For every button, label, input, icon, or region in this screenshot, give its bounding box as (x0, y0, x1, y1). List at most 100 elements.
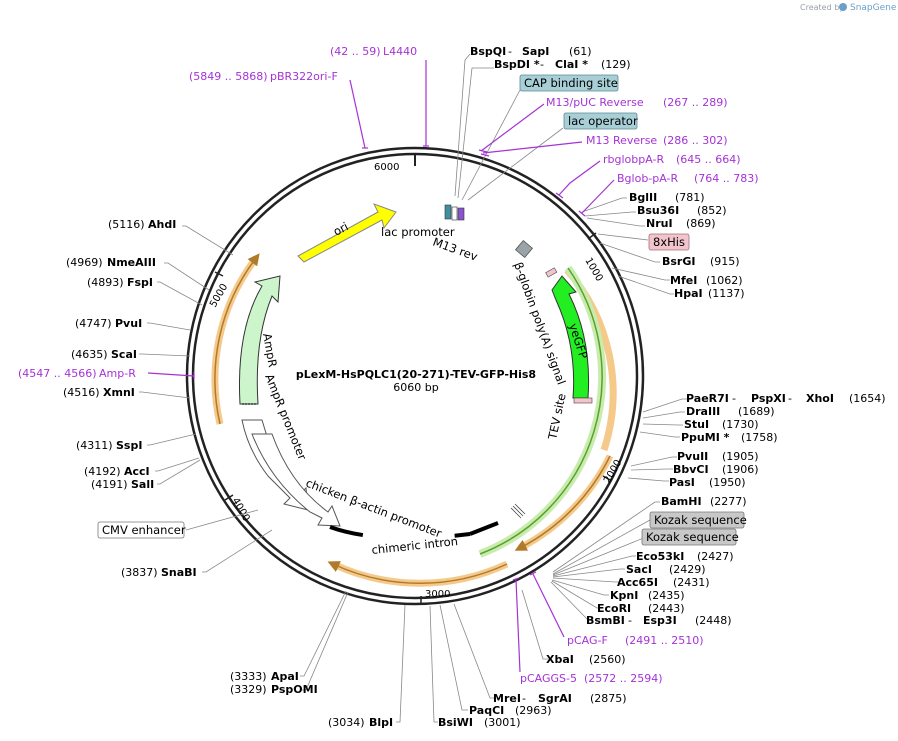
site-apai[interactable]: (3333) ApaI (230, 670, 299, 683)
chimeric-intron-label: chimeric intron (371, 534, 459, 557)
primer-label-rbglobpa-r[interactable]: rbglobpA-R (603, 153, 664, 166)
site-ahdi[interactable]: (5116) AhdI (108, 218, 176, 231)
m13-rev-box (457, 207, 465, 221)
primer-range-m13puc-reverse: (267 .. 289) (663, 96, 728, 109)
site-bspqi-sapi[interactable]: BspQI - SapI (61) (470, 45, 592, 58)
site-stui[interactable]: StuI (1730) (684, 418, 759, 431)
site-bspdi-clai[interactable]: BspDI * - ClaI * (129) (494, 58, 631, 71)
svg-text:(4516): (4516) (63, 386, 100, 399)
primer-range-pcaggs-5: (2572 .. 2594) (584, 672, 663, 685)
svg-text:PaeR7I: PaeR7I (686, 392, 729, 405)
site-ecori[interactable]: EcoRI (2443) (597, 602, 685, 615)
site-bsu36i[interactable]: Bsu36I (852) (637, 204, 727, 217)
svg-text:StuI: StuI (684, 418, 709, 431)
site-saci[interactable]: SacI (2429) (626, 563, 706, 576)
primer-label-pbr322ori[interactable]: pBR322ori-F (270, 70, 338, 83)
site-sali[interactable]: (4191) SalI (91, 478, 154, 491)
primer-label-l4440[interactable]: L4440 (383, 45, 417, 58)
svg-text:(61): (61) (569, 45, 592, 58)
feature-box-8xhis[interactable]: 8xHis (648, 233, 690, 251)
primer-label-m13-reverse[interactable]: M13 Reverse (586, 134, 657, 147)
svg-text:(4192): (4192) (84, 465, 121, 478)
site-sspi[interactable]: (4311) SspI (76, 439, 142, 452)
site-bamhi[interactable]: BamHI (2277) (661, 495, 747, 508)
cba-promoter-arrow[interactable] (251, 433, 341, 527)
svg-text:Kozak sequence: Kozak sequence (654, 513, 747, 527)
svg-text:(2277): (2277) (710, 495, 747, 508)
feature-box-cmv-enhancer[interactable]: CMV enhancer (97, 521, 186, 539)
feature-box-lac-operator[interactable]: lac operator (563, 112, 638, 130)
svg-text:PasI: PasI (669, 476, 695, 489)
svg-text:(4747): (4747) (75, 317, 112, 330)
site-pspomi[interactable]: (3329) PspOMI (230, 683, 318, 696)
site-snabi[interactable]: (3837) SnaBI (121, 566, 197, 579)
svg-text:XhoI: XhoI (806, 392, 834, 405)
site-pvui[interactable]: (4747) PvuI (75, 317, 142, 330)
site-nmeaiii[interactable]: (4969) NmeAIII (66, 256, 156, 269)
svg-text:(1062): (1062) (706, 274, 743, 287)
site-mfei[interactable]: MfeI (1062) (670, 274, 743, 287)
site-scai[interactable]: (4635) ScaI (71, 348, 137, 361)
svg-text:NruI: NruI (646, 217, 673, 230)
svg-text:AccI: AccI (124, 465, 150, 478)
primer-label-pcaggs-5[interactable]: pCAGGS-5 (520, 672, 577, 685)
site-paer7i-pspxi-xhoi[interactable]: PaeR7I - PspXI - XhoI (1654) (686, 392, 886, 405)
svg-text:BsiWI: BsiWI (438, 716, 473, 729)
site-bsiwi[interactable]: BsiWI (3001) (438, 716, 521, 729)
primer-label-m13puc-reverse[interactable]: M13/pUC Reverse (546, 96, 644, 109)
site-xbai[interactable]: XbaI (2560) (546, 653, 626, 666)
ori-feature-arrow[interactable] (297, 203, 397, 263)
site-bsrgi[interactable]: BsrGI (915) (662, 255, 740, 268)
cap-binding-site-box (444, 204, 452, 220)
cba-promoter-label: chicken β-actin promoter (304, 476, 444, 541)
site-xmni[interactable]: (4516) XmnI (63, 386, 135, 399)
svg-text:(2427): (2427) (697, 550, 734, 563)
svg-text:PspXI: PspXI (751, 392, 786, 405)
site-ppumi[interactable]: PpuMI * (1758) (681, 431, 778, 444)
svg-text:KpnI: KpnI (610, 589, 638, 602)
tick-label-1000: 1000 (582, 256, 604, 284)
site-bbvci[interactable]: BbvCI (1906) (673, 463, 759, 476)
chimeric-intron-end (469, 521, 499, 536)
svg-text:-: - (522, 692, 526, 705)
svg-text:(781): (781) (675, 191, 705, 204)
site-kpni[interactable]: KpnI (2435) (610, 589, 685, 602)
svg-text:PvuI: PvuI (115, 317, 142, 330)
svg-text:FspI: FspI (127, 276, 153, 289)
svg-text:(129): (129) (601, 58, 631, 71)
brand-text: SnapGene (850, 3, 897, 13)
primer-label-pcag-f[interactable]: pCAG-F (567, 634, 608, 647)
site-blpi[interactable]: (3034) BlpI (328, 716, 393, 729)
site-draiii[interactable]: DraIII (1689) (686, 405, 775, 418)
svg-text:PpuMI *: PpuMI * (681, 431, 730, 444)
site-pasi[interactable]: PasI (1950) (669, 476, 746, 489)
svg-text:(3837): (3837) (121, 566, 158, 579)
site-acci[interactable]: (4192) AccI (84, 465, 150, 478)
ampr-feature-arrow[interactable] (239, 275, 281, 405)
site-acc65i[interactable]: Acc65I (2431) (617, 576, 710, 589)
primer-range-amp-r: (4547 .. 4566) (18, 367, 97, 380)
svg-text:-: - (732, 392, 736, 405)
ori-label: ori (331, 219, 351, 238)
svg-text:(2448): (2448) (695, 614, 732, 627)
feature-box-kozak-1[interactable]: Kozak sequence (649, 511, 747, 529)
site-mrei-sgrai[interactable]: MreI - SgrAI (2875) (493, 692, 627, 705)
site-bsmbi-esp3i[interactable]: BsmBI - Esp3I (2448) (586, 614, 732, 627)
site-fspi[interactable]: (4893) FspI (87, 276, 153, 289)
svg-text:(1730): (1730) (722, 418, 759, 431)
site-nrui[interactable]: NruI (869) (646, 217, 716, 230)
svg-text:(4311): (4311) (76, 439, 113, 452)
svg-text:(2429): (2429) (669, 563, 706, 576)
site-bglii[interactable]: BglII (781) (629, 191, 705, 204)
site-eco53ki[interactable]: Eco53kI (2427) (636, 550, 734, 563)
feature-box-cap-binding-site[interactable]: CAP binding site (519, 74, 619, 92)
svg-text:(5116): (5116) (108, 218, 145, 231)
site-paqci[interactable]: PaqCI (2963) (469, 704, 552, 717)
primer-label-bglob-pa-r[interactable]: Bglob-pA-R (617, 172, 679, 185)
primer-label-amp-r[interactable]: Amp-R (99, 367, 136, 380)
site-pvuii[interactable]: PvuII (1905) (677, 450, 759, 463)
feature-box-kozak-2[interactable]: Kozak sequence (641, 528, 739, 546)
svg-text:Esp3I: Esp3I (643, 614, 677, 627)
site-hpai[interactable]: HpaI (1137) (674, 287, 745, 300)
primer-range-rbglobpa-r: (645 .. 664) (676, 153, 741, 166)
